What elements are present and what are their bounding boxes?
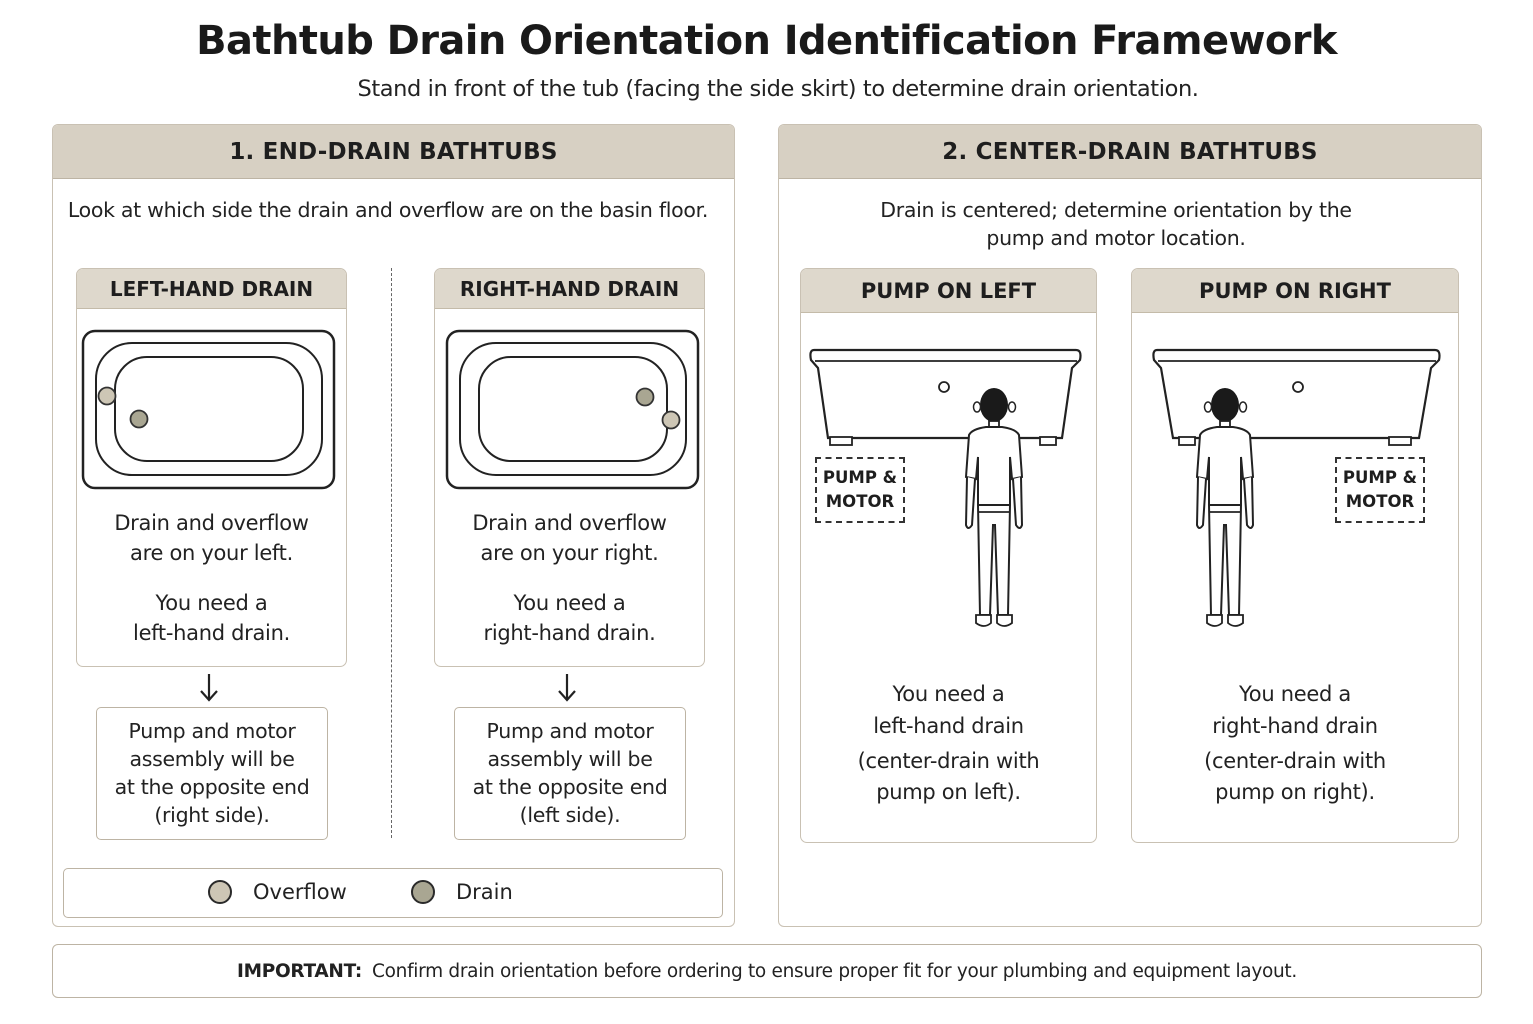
end-drain-instruction: Look at which side the drain and overflo…	[67, 198, 709, 222]
footer-text: Confirm drain orientation before orderin…	[372, 960, 1297, 982]
pump-label-line2: MOTOR	[1345, 492, 1415, 511]
pump-on-left-line2: left-hand drain	[873, 714, 1024, 738]
right-hand-drain-line2: are on your right.	[480, 541, 659, 565]
right-hand-drain-title: RIGHT-HAND DRAIN	[435, 269, 704, 309]
drain-icon	[411, 880, 435, 904]
end-drain-divider	[391, 268, 392, 838]
right-hand-tub-top-view	[445, 329, 700, 490]
pump-label-line2: MOTOR	[825, 492, 895, 511]
right-note-line4: (left side).	[519, 803, 621, 827]
pump-on-left-title: PUMP ON LEFT	[801, 269, 1096, 313]
legend-overflow-label: Overflow	[253, 880, 347, 904]
pump-motor-box-left: PUMP & MOTOR	[815, 457, 905, 523]
left-note-line1: Pump and motor	[128, 719, 296, 743]
important-footer: IMPORTANT: Confirm drain orientation bef…	[52, 944, 1482, 998]
legend-drain-label: Drain	[456, 880, 513, 904]
pump-label-line1: PUMP &	[1342, 468, 1418, 487]
legend: Overflow Drain	[63, 868, 723, 918]
overflow-icon	[97, 386, 117, 406]
left-hand-pump-note: Pump and motor assembly will be at the o…	[96, 707, 328, 840]
drain-icon	[635, 387, 655, 407]
right-hand-drain-line1: Drain and overflow	[472, 511, 667, 535]
center-drain-instruction-line1: Drain is centered; determine orientation…	[880, 198, 1352, 222]
drain-icon	[129, 409, 149, 429]
left-note-line3: at the opposite end	[114, 775, 310, 799]
pump-on-right-title: PUMP ON RIGHT	[1132, 269, 1458, 313]
pump-motor-box-right: PUMP & MOTOR	[1335, 457, 1425, 523]
page-subtitle: Stand in front of the tub (facing the si…	[357, 76, 1199, 102]
pump-on-right-line2: right-hand drain	[1212, 714, 1378, 738]
end-drain-panel-header: 1. END-DRAIN BATHTUBS	[53, 125, 734, 179]
pump-on-right-line4: pump on right).	[1215, 780, 1375, 804]
left-hand-drain-line1: Drain and overflow	[114, 511, 309, 535]
center-drain-panel-header: 2. CENTER-DRAIN BATHTUBS	[779, 125, 1481, 179]
left-hand-tub-top-view	[81, 329, 336, 490]
overflow-icon	[208, 880, 232, 904]
left-hand-drain-line2: are on your left.	[130, 541, 293, 565]
person-icon	[964, 388, 1024, 627]
arrow-down-icon	[200, 674, 218, 702]
arrow-down-icon	[558, 674, 576, 702]
pump-label-line1: PUMP &	[822, 468, 898, 487]
right-hand-drain-line3: You need a	[513, 591, 626, 615]
right-hand-drain-line4: right-hand drain.	[483, 621, 656, 645]
legend-drain: Drain	[411, 880, 513, 904]
pump-on-left-line1: You need a	[892, 682, 1005, 706]
page-title: Bathtub Drain Orientation Identification…	[196, 18, 1337, 64]
left-note-line2: assembly will be	[129, 747, 295, 771]
left-hand-drain-title: LEFT-HAND DRAIN	[77, 269, 346, 309]
footer-label: IMPORTANT:	[237, 960, 363, 982]
overflow-icon	[661, 410, 681, 430]
pump-on-left-line3: (center-drain with	[857, 749, 1040, 773]
freestanding-tub-icon	[809, 348, 1082, 446]
left-hand-drain-line4: left-hand drain.	[133, 621, 290, 645]
left-note-line4: (right side).	[154, 803, 270, 827]
person-icon	[1195, 388, 1255, 627]
right-hand-pump-note: Pump and motor assembly will be at the o…	[454, 707, 686, 840]
left-hand-drain-line3: You need a	[155, 591, 268, 615]
legend-overflow: Overflow	[208, 880, 347, 904]
pump-on-right-line3: (center-drain with	[1204, 749, 1386, 773]
center-drain-instruction-line2: pump and motor location.	[986, 226, 1246, 250]
right-note-line3: at the opposite end	[472, 775, 668, 799]
right-note-line1: Pump and motor	[486, 719, 654, 743]
pump-on-right-line1: You need a	[1239, 682, 1351, 706]
right-note-line2: assembly will be	[487, 747, 653, 771]
pump-on-left-line4: pump on left).	[876, 780, 1021, 804]
